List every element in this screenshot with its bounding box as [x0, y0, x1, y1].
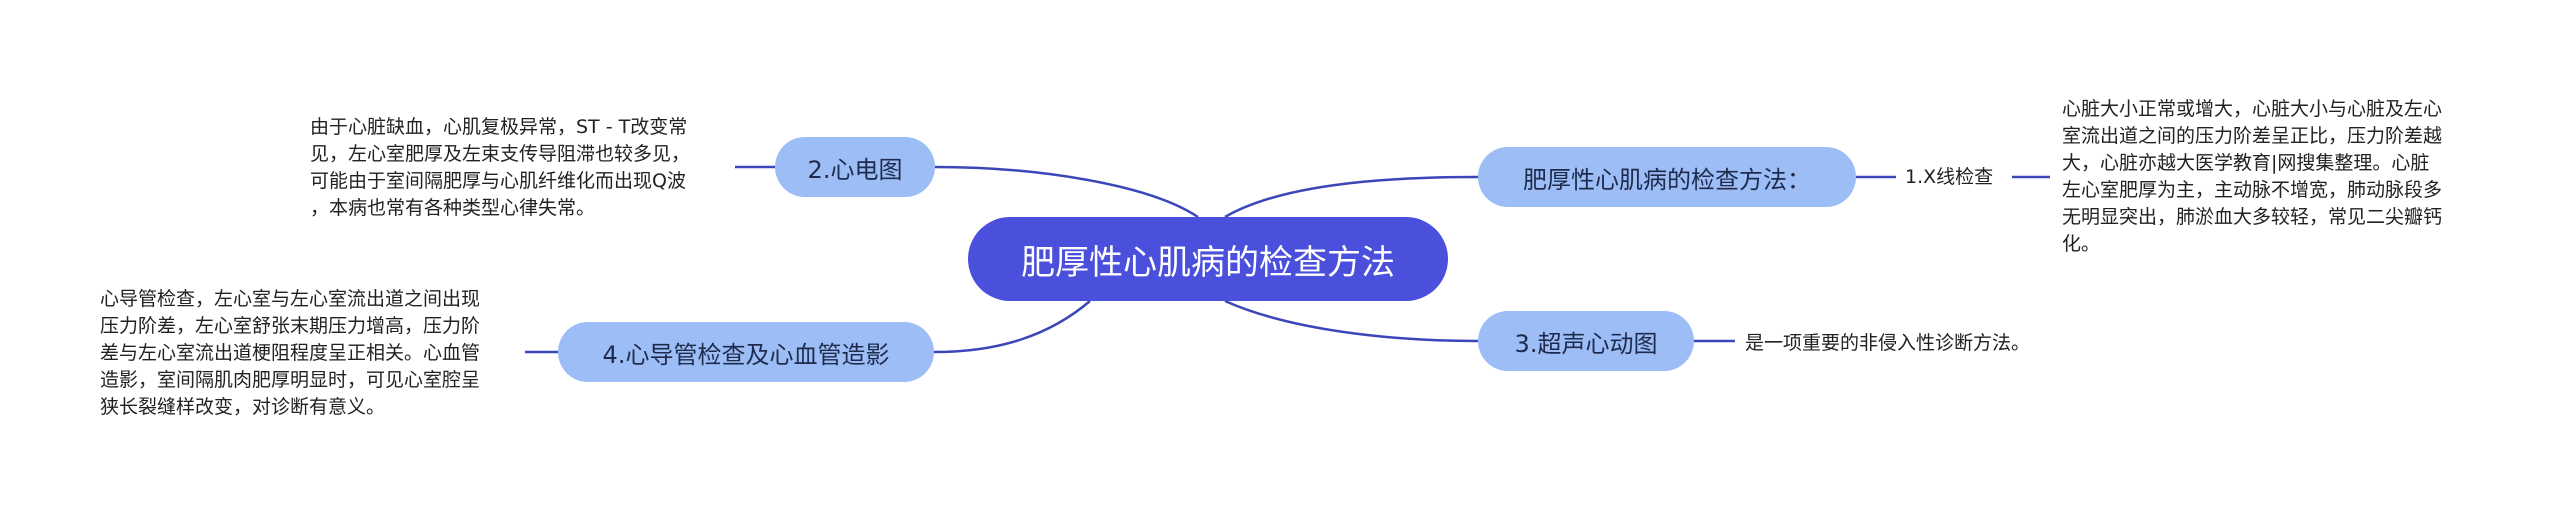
xray-detail-line: 化。 — [2062, 233, 2101, 255]
xray-detail-line: 大，心脏亦越大医学教育|网搜集整理。心脏 — [2062, 152, 2430, 174]
xray-detail-text[interactable]: 心脏大小正常或增大，心脏大小与心脏及左心 室流出道之间的压力阶差呈正比，压力阶差… — [2062, 96, 2442, 258]
echocardiography-detail-line: 是一项重要的非侵入性诊断方法。 — [1745, 332, 2031, 354]
topic-exam-methods-label: 肥厚性心肌病的检查方法： — [1523, 165, 1811, 194]
ecg-detail-text[interactable]: 由于心脏缺血，心肌复极异常，ST - T改变常 见，左心室肥厚及左束支传导阻滞也… — [310, 114, 690, 222]
root-topic[interactable]: 肥厚性心肌病的检查方法 — [968, 217, 1448, 301]
xray-detail-line: 室流出道之间的压力阶差呈正比，压力阶差越 — [2062, 125, 2443, 147]
ecg-detail-line: 可能由于室间隔肥厚与心肌纤维化而出现Q波 — [310, 170, 686, 192]
topic-exam-methods[interactable]: 肥厚性心肌病的检查方法： — [1478, 147, 1856, 207]
connector-root-echo — [1224, 299, 1479, 343]
catheterization-detail-text[interactable]: 心导管检查，左心室与左心室流出道之间出现 压力阶差，左心室舒张末期压力增高，压力… — [100, 286, 480, 421]
xray-detail-line: 心脏大小正常或增大，心脏大小与心脏及左心 — [2062, 98, 2443, 120]
topic-catheterization-label: 4.心导管检查及心血管造影 — [602, 340, 890, 369]
subtopic-xray[interactable]: 1.X线检查 — [1905, 164, 1993, 191]
catheterization-detail-line: 狭长裂缝样改变，对诊断有意义。 — [100, 396, 386, 418]
xray-detail-line: 无明显突出，肺淤血大多较轻，常见二尖瓣钙 — [2062, 206, 2443, 228]
ecg-detail-line: 见，左心室肥厚及左束支传导阻滞也较多见， — [310, 143, 691, 165]
topic-ecg-label: 2.心电图 — [807, 155, 903, 184]
catheterization-detail-line: 压力阶差，左心室舒张末期压力增高，压力阶 — [100, 315, 481, 337]
ecg-detail-line: 由于心脏缺血，心肌复极异常，ST - T改变常 — [310, 116, 688, 138]
subtopic-xray-label: 1.X线检查 — [1905, 166, 1994, 188]
echocardiography-detail-text[interactable]: 是一项重要的非侵入性诊断方法。 — [1745, 330, 2030, 357]
topic-ecg[interactable]: 2.心电图 — [775, 137, 935, 197]
root-topic-label: 肥厚性心肌病的检查方法 — [1021, 242, 1395, 283]
catheterization-detail-line: 造影，室间隔肌肉肥厚明显时，可见心室腔呈 — [100, 369, 481, 391]
xray-detail-line: 左心室肥厚为主，主动脉不增宽，肺动脉段多 — [2062, 179, 2443, 201]
connector-root-ecg — [934, 165, 1199, 219]
topic-catheterization[interactable]: 4.心导管检查及心血管造影 — [558, 322, 934, 382]
connector-root-method — [1224, 175, 1479, 219]
topic-echocardiography[interactable]: 3.超声心动图 — [1478, 311, 1694, 371]
catheterization-detail-line: 差与左心室流出道梗阻程度呈正相关。心血管 — [100, 342, 481, 364]
ecg-detail-line: ，本病也常有各种类型心律失常。 — [310, 197, 596, 219]
catheterization-detail-line: 心导管检查，左心室与左心室流出道之间出现 — [100, 288, 481, 310]
connector-root-cath — [933, 300, 1091, 354]
topic-echocardiography-label: 3.超声心动图 — [1514, 329, 1658, 358]
